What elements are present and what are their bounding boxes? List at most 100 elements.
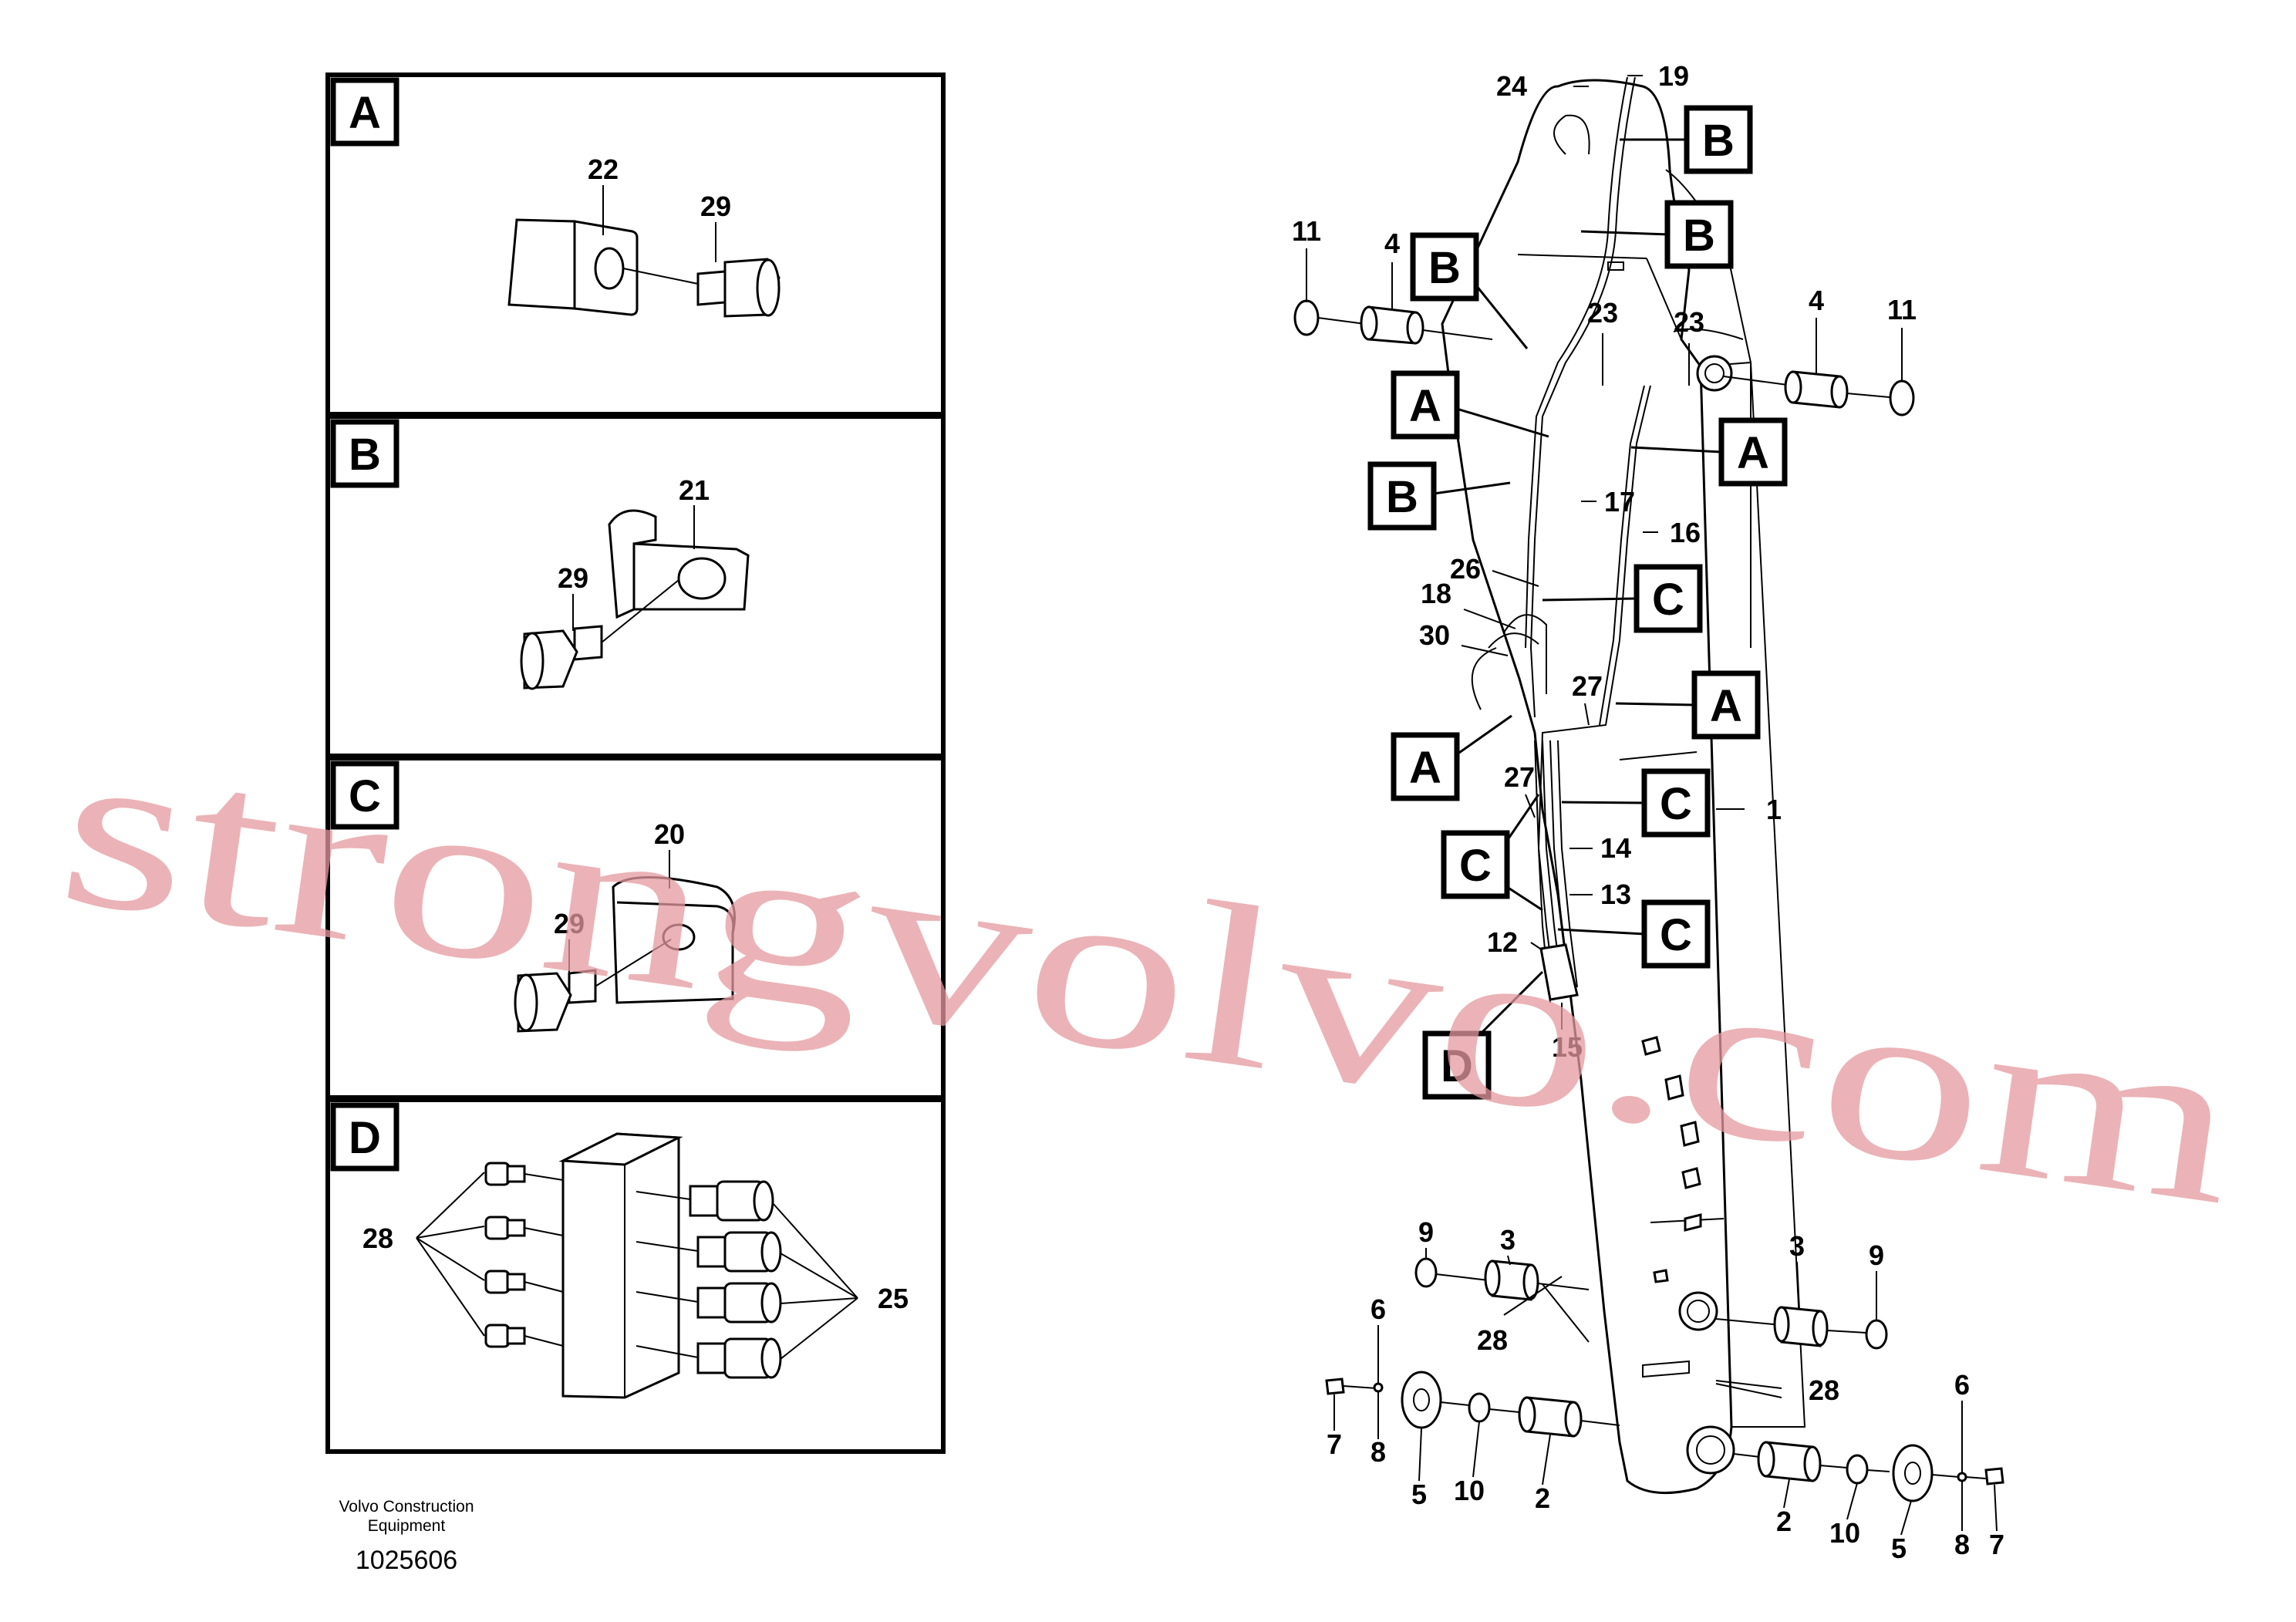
part-15: 15 [1552,1031,1583,1063]
svg-text:A: A [1409,381,1441,431]
callout-boxes: B B B A A B C A A C C C D [1367,105,1788,1100]
pin-set-upper-left [1293,299,1493,345]
part-10-right: 10 [1829,1517,1860,1549]
part-number-labels: 19 24 11 4 23 23 4 11 17 16 26 18 30 27 … [1292,60,2004,1564]
clamp-c [593,876,736,1004]
panel-c-letter: C [349,771,381,821]
fitting-25-1 [636,1180,774,1222]
callout-c-4: C [1557,899,1711,969]
svg-text:A: A [1710,681,1742,731]
panel-a-part-2: 29 [700,191,731,222]
footer-drawing-number: 1025606 [356,1546,457,1575]
callout-b-4: B [1367,461,1511,531]
panel-b-part-1: 21 [679,474,710,506]
svg-text:B: B [1702,116,1735,166]
part-6-left: 6 [1371,1293,1386,1325]
arm-assembly [1441,79,1806,1495]
svg-text:C: C [1660,910,1692,960]
panel-c-part-1: 20 [654,818,685,850]
part-30: 30 [1419,619,1450,651]
part-17: 17 [1604,486,1635,518]
pin-set-bottom-right [1733,1441,2004,1502]
part-7-right: 7 [1989,1529,2004,1560]
clamp-b [601,509,750,643]
part-7-left: 7 [1327,1428,1342,1460]
callout-c-2: C [1561,768,1711,838]
panel-d-part-1: 28 [362,1222,393,1254]
panel-c-letter-box [330,760,400,830]
panel-a-letter-box [330,77,400,147]
svg-text:C: C [1459,841,1492,891]
fitting-25-4 [636,1337,782,1379]
part-3-right: 3 [1789,1230,1805,1262]
part-2-left: 2 [1535,1482,1550,1514]
svg-text:D: D [1441,1041,1473,1091]
part-11-right: 11 [1887,294,1917,325]
fitting-28-1 [484,1162,564,1186]
detail-panels: A 22 29 B 21 [325,73,946,1454]
part-13: 13 [1600,878,1631,910]
panel-d-letter-box [330,1102,400,1172]
callout-c-3: C [1441,794,1543,912]
footer-company-line2: Equipment [368,1517,446,1535]
part-28-right: 28 [1809,1374,1839,1406]
part-4-right: 4 [1809,285,1824,316]
svg-text:C: C [1660,779,1692,829]
panel-d-part-2: 25 [878,1283,909,1314]
svg-text:B: B [1428,243,1461,293]
leader-25 [772,1202,858,1360]
part-4-left: 4 [1384,228,1400,259]
panel-b-part-2: 29 [558,562,588,594]
panel-b-letter-box [330,419,400,488]
fittings-right [636,1180,782,1379]
part-10-left: 10 [1454,1475,1485,1506]
part-5-left: 5 [1411,1479,1427,1510]
bolt-a [696,258,781,318]
manifold-block [558,1132,683,1399]
callout-b-1: B [1620,105,1753,174]
part-2-right: 2 [1776,1506,1792,1537]
fitting-25-2 [636,1231,782,1273]
callout-a-4: A [1391,714,1512,801]
callout-b-3: B [1410,232,1529,349]
callout-c-1: C [1542,564,1703,633]
callout-a-2: A [1630,417,1788,487]
part-28-left: 28 [1477,1324,1508,1356]
callout-a-1: A [1391,370,1549,440]
panel-d-letter: D [349,1113,381,1163]
fitting-28-3 [484,1270,564,1294]
part-24: 24 [1496,70,1527,102]
part-12: 12 [1487,926,1518,958]
part-11-left: 11 [1292,215,1321,247]
part-27-lower: 27 [1504,761,1535,793]
part-23-right: 23 [1674,306,1704,338]
part-8-left: 8 [1371,1436,1386,1468]
part-18: 18 [1421,578,1451,609]
pin-set-upper-right [1723,370,1915,416]
part-1: 1 [1766,794,1782,825]
bolt-c [514,969,597,1033]
svg-text:A: A [1737,428,1769,478]
part-5-right: 5 [1891,1533,1907,1564]
pin-set-bottom-left [1325,1371,1620,1438]
fitting-28-2 [484,1216,564,1240]
bolt-b [520,625,603,690]
panel-a-letter: A [349,88,381,138]
part-8-right: 8 [1954,1529,1970,1560]
svg-text:B: B [1683,211,1715,261]
part-9-right: 9 [1869,1239,1884,1271]
fittings-left [484,1162,564,1348]
panel-b-letter: B [349,430,381,480]
hose-lines [1488,76,1651,1003]
part-14: 14 [1600,832,1631,864]
pin-set-lower-right [1715,1306,1888,1398]
leader-28 [416,1172,485,1337]
part-23-left: 23 [1587,297,1618,329]
panel-a-part-1: 22 [588,153,619,185]
fitting-28-4 [484,1324,564,1348]
callout-b-2: B [1580,200,1734,269]
part-26: 26 [1450,553,1481,585]
svg-text:B: B [1386,472,1418,522]
svg-text:C: C [1652,575,1684,625]
